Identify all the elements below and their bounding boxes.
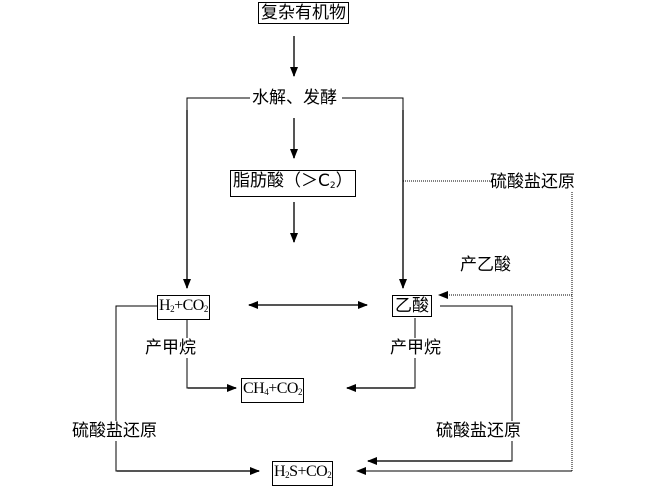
- fatty-acid-sub: 2: [329, 181, 336, 191]
- label-sulfate-reduction-right: 硫酸盐还原: [436, 421, 521, 441]
- h2-co2-a: H: [159, 297, 171, 314]
- ch4-co2-b: +CO: [268, 380, 298, 397]
- label-methanogenesis-right: 产甲烷: [390, 338, 441, 358]
- node-complex-organics-text: 复杂有机物: [261, 3, 346, 23]
- h2s-co2-b-sub: 2: [327, 470, 332, 480]
- node-ch4-co2: CH4+CO2: [241, 378, 304, 403]
- ch4-co2-a-sub: 4: [264, 387, 269, 397]
- acetic-acid-text: 乙酸: [395, 296, 429, 316]
- label-acetogenesis: 产乙酸: [460, 255, 511, 275]
- label-hydrolysis-fermentation: 水解、发酵: [250, 88, 339, 108]
- ch4-co2-b-sub: 2: [297, 387, 303, 397]
- label-hydrolysis-text: 水解、发酵: [252, 88, 337, 108]
- h2-co2-b: +CO: [174, 297, 204, 314]
- h2s-co2-a-sub: 2: [285, 470, 290, 480]
- node-acetic-acid: 乙酸: [392, 295, 432, 317]
- h2s-co2-b: S+CO: [289, 463, 328, 480]
- node-fatty-acid: 脂肪酸（＞C2）: [230, 170, 356, 197]
- fatty-acid-tail: ）: [335, 171, 353, 191]
- h2-co2-a-sub: 2: [170, 304, 175, 314]
- h2-co2-b-sub: 2: [203, 304, 209, 314]
- node-h2s-co2: H2S+CO2: [272, 461, 334, 486]
- label-methanogenesis-left: 产甲烷: [145, 338, 196, 358]
- fatty-acid-text: 脂肪酸（＞C: [233, 171, 330, 191]
- label-sulfate-reduction-left: 硫酸盐还原: [72, 421, 157, 441]
- ch4-co2-a: CH: [243, 380, 265, 397]
- label-sulfate-reduction-top: 硫酸盐还原: [490, 172, 575, 192]
- h2s-co2-a: H: [274, 463, 286, 480]
- node-complex-organics: 复杂有机物: [258, 2, 349, 24]
- node-h2-co2: H2+CO2: [157, 295, 210, 320]
